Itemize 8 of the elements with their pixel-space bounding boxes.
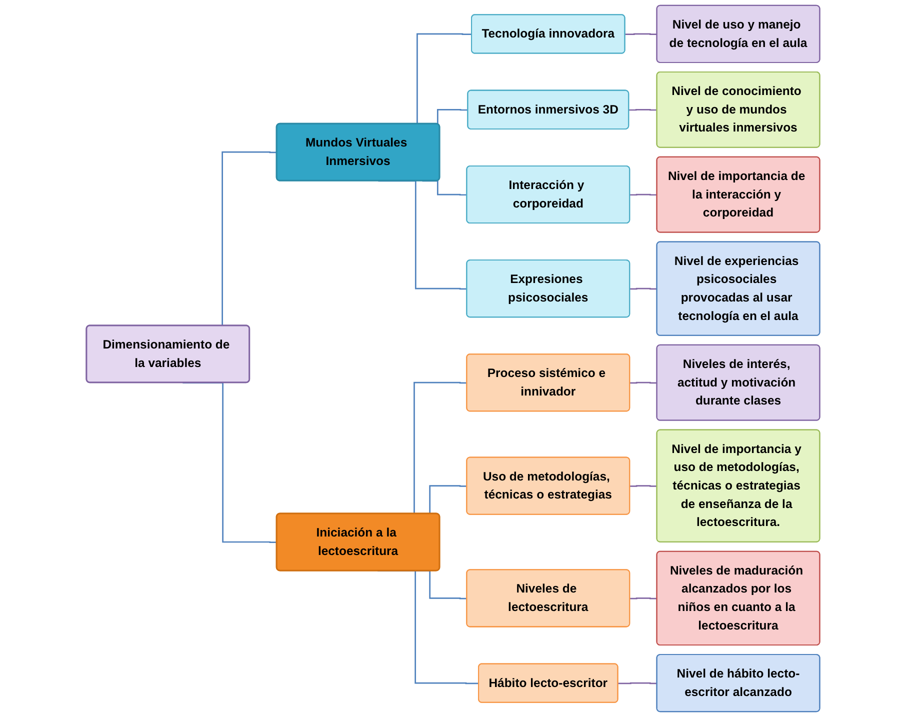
- connector: [629, 108, 658, 111]
- connector: [630, 598, 658, 600]
- connector: [630, 288, 658, 290]
- connector: [626, 33, 658, 35]
- connector: [630, 194, 658, 196]
- connector: [630, 485, 658, 487]
- connector: [618, 682, 658, 684]
- connector: [630, 382, 658, 384]
